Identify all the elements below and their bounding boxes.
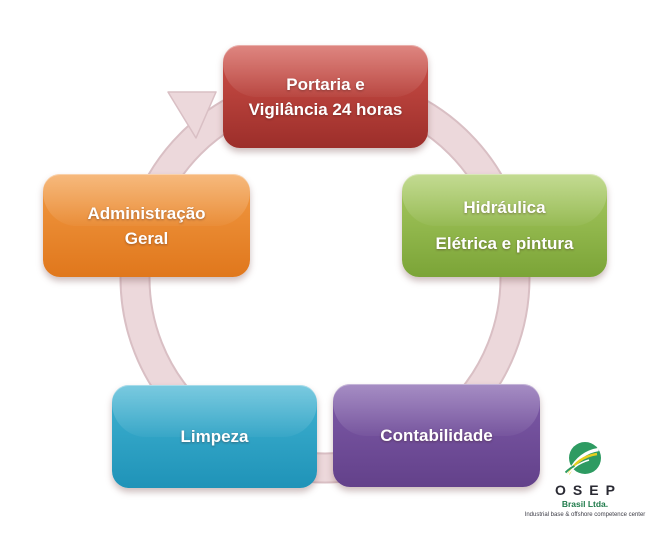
logo-stripe-white-thin [565,459,590,478]
logo-stripe-green [565,465,575,474]
node-label-line: Geral [124,228,169,248]
node-hidraulica-eletrica: Hidráulica Elétrica e pintura [402,174,607,277]
node-label-line: Limpeza [180,427,249,446]
logo-subtitle: Brasil Ltda. [561,499,609,509]
node-label-line: Administração [87,203,206,223]
node-label-line: Vigilância 24 horas [248,99,403,119]
node-contabilidade: Contabilidade [333,384,540,487]
osep-logo: OSEP Brasil Ltda. Industrial base & offs… [520,440,650,518]
ring-arrowhead-icon [167,91,217,139]
logo-name: OSEP [555,482,622,498]
node-limpeza: Limpeza [112,385,317,488]
node-label-line: Elétrica e pintura [435,234,574,253]
osep-logo-icon [565,442,601,478]
logo-tagline: Industrial base & offshore competence ce… [524,512,646,518]
node-label-line: Contabilidade [380,426,493,445]
node-label-line: Hidráulica [463,198,546,217]
node-administracao-geral: Administração Geral [43,174,250,277]
node-label-line: Portaria e [286,74,365,94]
node-portaria-vigilancia: Portaria e Vigilância 24 horas [223,45,428,148]
